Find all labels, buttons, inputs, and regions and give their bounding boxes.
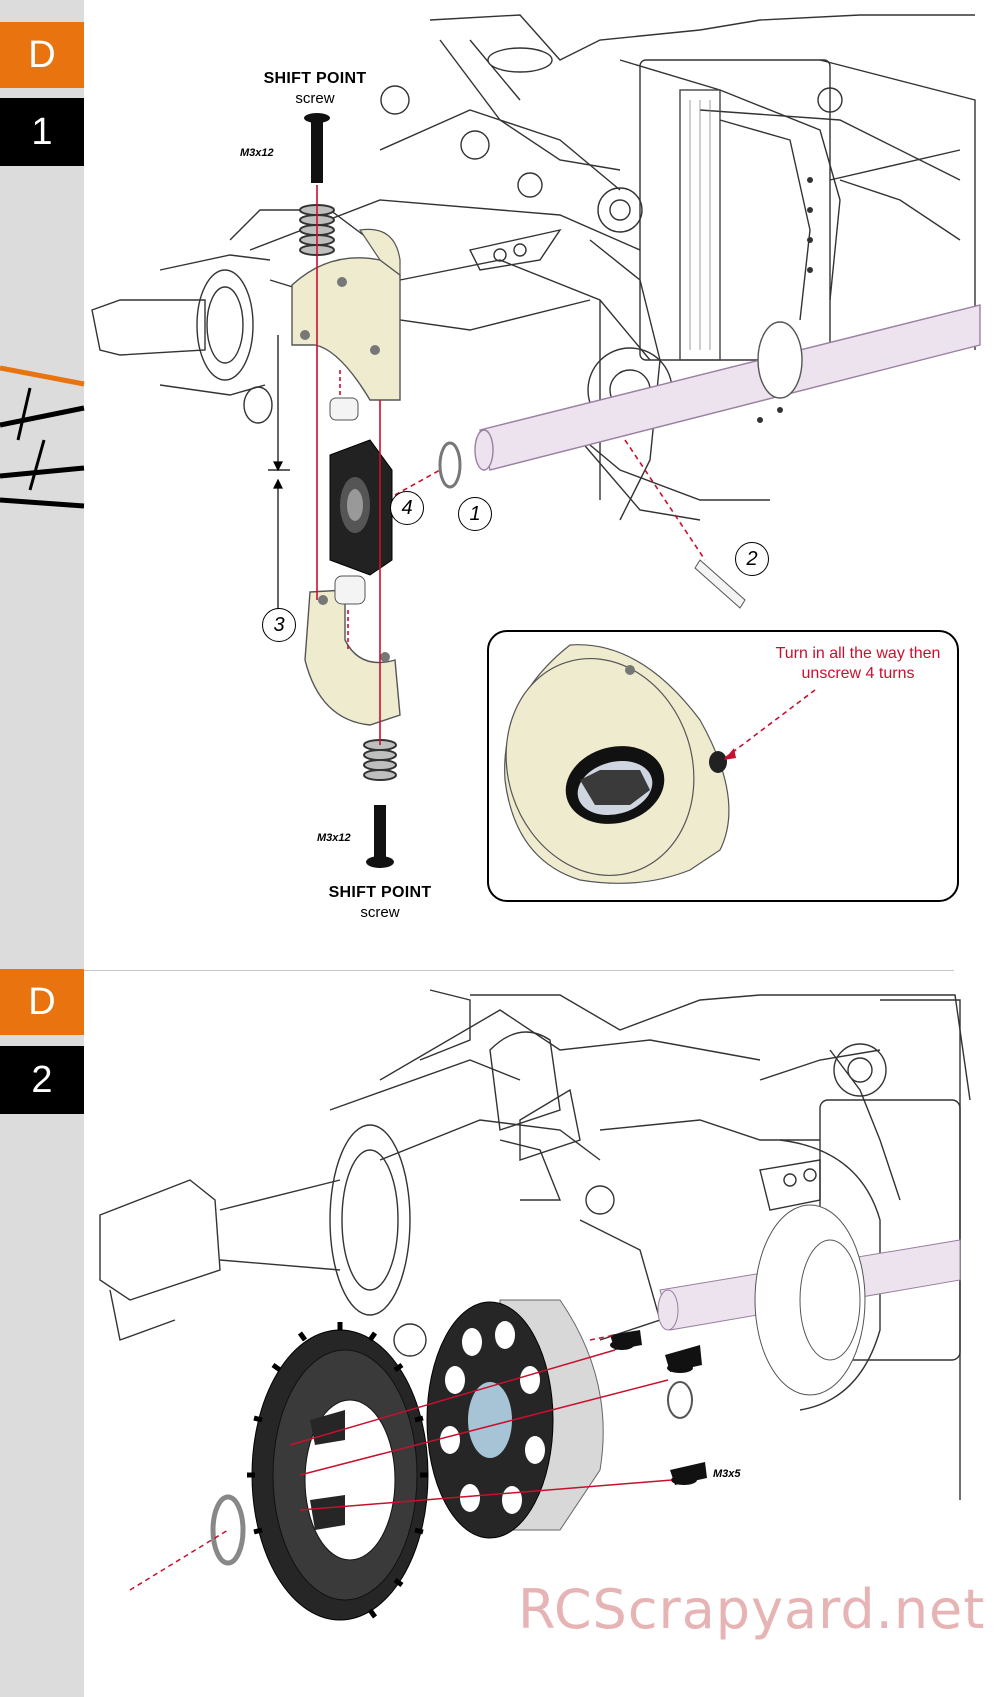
inset-instruction-note: Turn in all the way then unscrew 4 turns <box>775 645 941 682</box>
step-letter-badge: D <box>0 22 84 88</box>
washer-icon <box>438 441 462 489</box>
spur-gear-icon <box>247 1322 429 1621</box>
callout-3: 3 <box>262 608 296 642</box>
callout-1: 1 <box>458 497 492 531</box>
step-letter-badge: D <box>0 969 84 1035</box>
washer-icon <box>210 1494 246 1566</box>
clutch-bell-icon <box>426 1299 604 1539</box>
callout-4: 4 <box>390 491 424 525</box>
step-number-badge: 1 <box>0 98 84 166</box>
bottom-screw-subtitle: screw <box>360 904 400 921</box>
lower-shift-shoe-icon <box>304 589 401 726</box>
top-screw-subtitle: screw <box>295 90 335 107</box>
step-divider <box>84 970 954 971</box>
bottom-screw-icon <box>366 805 394 868</box>
step-number-badge: 2 <box>0 1046 84 1114</box>
step2-screw-size: M3x5 <box>713 1468 741 1480</box>
callout-2: 2 <box>735 542 769 576</box>
flat-head-screw-icon <box>610 1330 707 1485</box>
top-screw-size: M3x12 <box>240 147 274 159</box>
top-screw-title: SHIFT POINT <box>263 70 367 87</box>
upper-shift-shoe-icon <box>291 228 401 401</box>
bottom-screw-title: SHIFT POINT <box>328 884 432 901</box>
pin-icon <box>694 559 746 609</box>
step-sidebar <box>0 0 84 1697</box>
watermark: RCScrapyard.net <box>518 1578 986 1641</box>
bottom-screw-size: M3x12 <box>317 832 351 844</box>
top-screw-icon <box>304 113 330 183</box>
clutch-bell-part-icon <box>329 439 393 576</box>
